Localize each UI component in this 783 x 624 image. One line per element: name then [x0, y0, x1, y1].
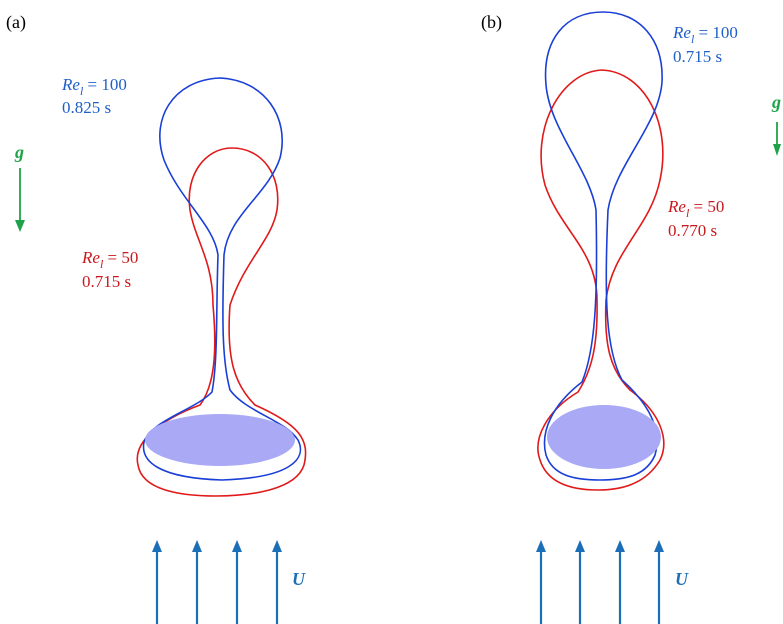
panel-a-gravity-arrow [15, 168, 25, 232]
panel-a-flow-arrows [152, 540, 282, 624]
panel-a-flow-label: U [292, 569, 306, 589]
panel-b-lower-time: 0.770 s [668, 221, 717, 240]
panel-a-upper-time: 0.825 s [62, 98, 111, 117]
panel-b-gravity-label: g [771, 92, 781, 112]
panel-b-gravity-arrow [773, 122, 781, 156]
panel-b-flow-label: U [675, 569, 689, 589]
panel-a-lower-time: 0.715 s [82, 272, 131, 291]
panel-b-tag: (b) [481, 12, 502, 33]
panel-a-upper-re-label: Rel = 100 [61, 75, 127, 98]
panel-b-upper-time: 0.715 s [673, 47, 722, 66]
panel-a-gravity-label: g [14, 142, 24, 162]
panel-b-blue-contour [543, 11, 663, 481]
panel-a-disc [145, 414, 295, 466]
panel-b: (b) Rel = 100 0.715 s Rel = 50 0.770 s g [481, 11, 781, 624]
panel-b-upper-re-label: Rel = 100 [672, 23, 738, 46]
panel-b-flow-arrows [536, 540, 664, 624]
panel-b-lower-re-label: Rel = 50 [667, 197, 724, 220]
panel-a-lower-re-label: Rel = 50 [81, 248, 138, 271]
panel-a-tag: (a) [6, 12, 26, 33]
panel-b-disc [547, 405, 661, 469]
panel-a: (a) Rel = 100 0.825 s Rel = 50 0.715 s g [6, 12, 307, 624]
